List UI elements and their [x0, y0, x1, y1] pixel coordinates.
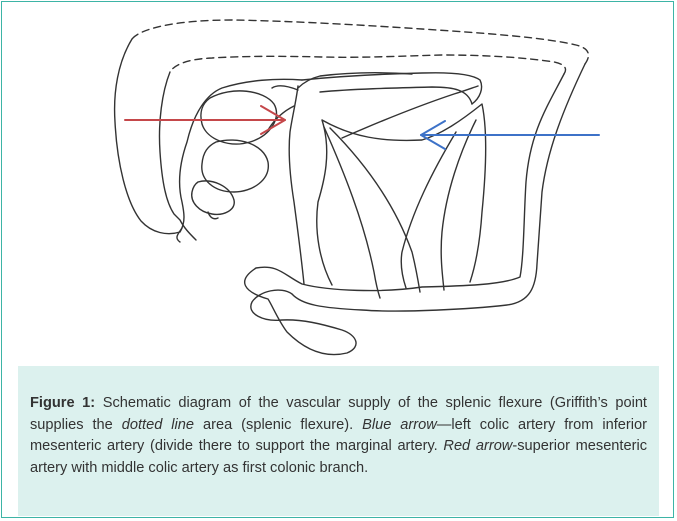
middle-colic-branch-right	[298, 73, 412, 88]
sigmoid-branch-3	[441, 120, 476, 290]
ileocolic-branch	[177, 212, 218, 242]
diagram-svg	[2, 2, 675, 360]
sigmoid-branch-4	[401, 132, 456, 288]
sigmoid-branch-2	[330, 128, 420, 292]
caption-dotted-line-term: dotted line	[122, 417, 194, 433]
superior-mesenteric-artery	[289, 86, 304, 284]
schematic-diagram	[2, 2, 675, 360]
splenic-flexure-dotted-inner	[170, 55, 566, 74]
right-colon-outline	[115, 39, 302, 234]
middle-colic-branch-left	[268, 86, 298, 130]
caption-label: Figure 1:	[30, 395, 95, 411]
caption-box: Figure 1: Schematic diagram of the vascu…	[18, 366, 659, 516]
arcade-loop-2	[202, 140, 269, 192]
caption-text-part-2: area (splenic flexure).	[194, 417, 362, 433]
caption-red-arrow-term: Red arrow	[443, 438, 512, 454]
arcade-loop-1	[201, 91, 277, 144]
figure-caption: Figure 1: Schematic diagram of the vascu…	[30, 393, 647, 479]
caption-blue-arrow-term: Blue arrow	[362, 417, 437, 433]
left-colic-artery	[342, 86, 478, 138]
right-colon-inner-outline	[159, 72, 196, 240]
